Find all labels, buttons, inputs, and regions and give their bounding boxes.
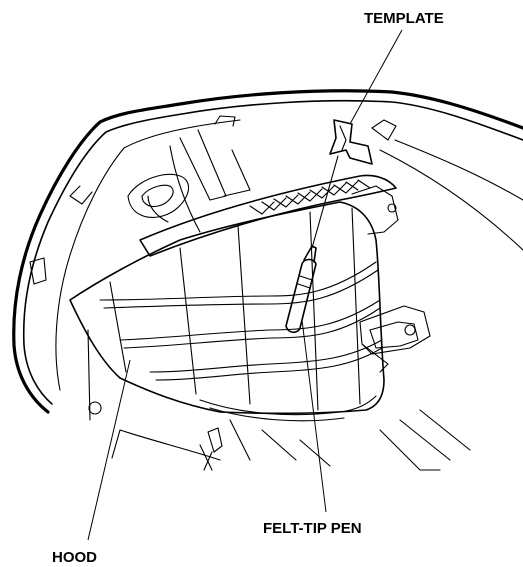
template-piece	[329, 119, 373, 165]
hood-right-rear-line	[379, 149, 523, 251]
hood-inner-rim	[55, 119, 241, 391]
hood-inner-frame	[69, 174, 399, 422]
felt-tip-pen	[285, 155, 339, 334]
hood-outer-edge	[12, 89, 523, 414]
edge-clip-4	[371, 119, 397, 141]
pen-guide-line	[311, 155, 339, 249]
hood-bottom-braces	[199, 409, 471, 471]
frame-rib-2	[119, 299, 381, 341]
hood-stay-holder	[359, 305, 431, 373]
frame-rib-3b	[155, 347, 383, 381]
bracket-hole	[387, 203, 397, 213]
template	[329, 119, 373, 165]
frame-right-bracket	[351, 185, 399, 235]
hood-bumper-stop	[203, 427, 223, 471]
frame-rib-3	[149, 339, 383, 373]
frame-bottom-lip-2	[209, 407, 345, 422]
pen-body	[285, 258, 317, 334]
edge-clip-3	[29, 257, 47, 285]
hood-center-brace	[169, 129, 251, 233]
pen-tip	[303, 245, 317, 263]
frame-outline	[69, 201, 385, 415]
frame-rib-1b	[103, 269, 379, 309]
frame-bottom-lip	[199, 395, 377, 416]
mount-hole-left	[88, 401, 102, 415]
hood-right-rear-line-2	[394, 139, 523, 201]
frame-top-strip	[139, 174, 397, 257]
frame-rib-1	[99, 261, 377, 301]
hood	[12, 89, 523, 471]
template-leader-line	[349, 29, 403, 125]
frame-rib-2b	[123, 307, 381, 349]
hood-leader-line	[87, 359, 131, 541]
hood-lower-left-frame	[87, 329, 221, 461]
felt-tip-pen-leader-line	[301, 319, 327, 513]
hood-inner-edge	[22, 99, 523, 405]
stay-holder-bolt	[404, 324, 416, 336]
hood-latch-loop	[127, 173, 190, 223]
template-label: TEMPLATE	[364, 10, 444, 27]
felt-tip-pen-label: FELT-TIP PEN	[263, 520, 362, 537]
edge-clip-1	[214, 115, 236, 127]
hood-label: HOOD	[52, 549, 97, 566]
pen-cap-band	[297, 275, 313, 289]
frame-vertical-lines	[109, 207, 361, 411]
edge-clip-2	[69, 185, 93, 205]
